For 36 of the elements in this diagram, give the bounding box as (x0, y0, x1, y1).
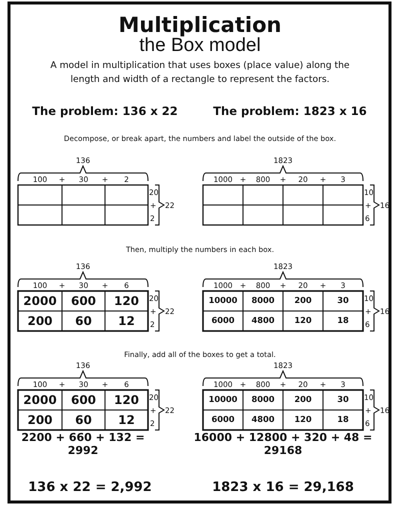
product-value: 6000 (210, 316, 236, 326)
product-value: 10000 (208, 296, 238, 306)
product-value: 30 (336, 296, 350, 306)
product-value: 18 (336, 415, 350, 425)
answer-text: 136 x 22 = 2,992 (27, 480, 153, 496)
sum-equation: 16000 + 12800 + 320 + 48 = 29168 (192, 431, 374, 457)
product-value: 120 (293, 316, 313, 326)
product-value: 2000 (22, 294, 58, 308)
answer-text: 1823 x 16 = 29,168 (211, 480, 355, 496)
problem-text: The problem: 1823 x 16 (212, 105, 368, 119)
product-value: 200 (293, 395, 313, 405)
product-value: 18 (336, 316, 350, 326)
product-value: 60 (74, 314, 93, 328)
product-value: 120 (112, 393, 140, 408)
product-value: 10000 (208, 395, 238, 405)
product-value: 200 (293, 296, 313, 306)
product-value: 200 (26, 314, 54, 328)
product-value: 12 (117, 314, 136, 328)
product-value: 8000 (250, 395, 276, 405)
product-value: 200 (26, 413, 54, 428)
product-value: 120 (293, 415, 313, 425)
sum-equation: 2200 + 660 + 132 = 2992 (20, 431, 146, 457)
product-value: 600 (70, 393, 98, 408)
product-value: 12 (117, 413, 136, 428)
product-value: 4800 (250, 415, 276, 425)
product-value: 2000 (22, 393, 58, 408)
product-value: 120 (112, 294, 140, 308)
product-value: 8000 (250, 296, 276, 306)
title: Multiplication (118, 12, 282, 37)
product-value: 6000 (210, 415, 236, 425)
description-text: A model in multiplication that uses boxes (place value) along the length and width of a rectangle to represent the factors. (49, 59, 351, 87)
product-value: 4800 (250, 316, 276, 326)
product-value: 30 (336, 395, 350, 405)
product-value: 600 (70, 294, 98, 308)
product-value: 60 (74, 413, 93, 428)
problem-text: The problem: 136 x 22 (31, 105, 179, 119)
